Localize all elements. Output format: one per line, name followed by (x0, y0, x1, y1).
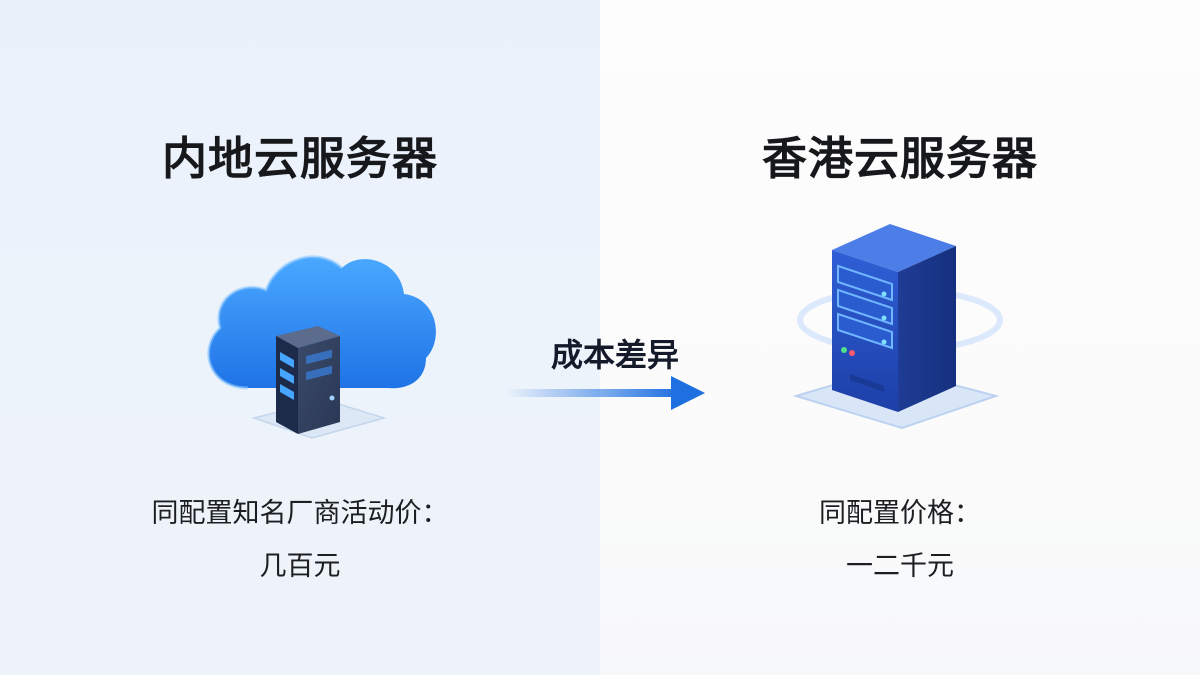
cloud-server-icon (190, 228, 450, 468)
right-caption-line2: 一二千元 (846, 551, 954, 582)
left-caption-line2: 几百元 (259, 551, 341, 582)
left-title: 内地云服务器 (161, 132, 438, 185)
left-panel: 内地云服务器 同配置知名厂商活动价： 几百元 (0, 0, 600, 675)
right-caption-line1: 同配置价格： (819, 498, 981, 529)
left-caption: 同配置知名厂商活动价： 几百元 (0, 487, 600, 593)
server-tower-icon (780, 200, 1020, 460)
right-caption: 同配置价格： 一二千元 (600, 487, 1200, 593)
cost-difference-arrow: 成本差异 (505, 310, 725, 420)
arrow-right-icon (505, 376, 705, 410)
arrow-label: 成本差异 (550, 336, 679, 374)
left-caption-line1: 同配置知名厂商活动价： (151, 498, 449, 529)
right-title: 香港云服务器 (761, 132, 1038, 185)
